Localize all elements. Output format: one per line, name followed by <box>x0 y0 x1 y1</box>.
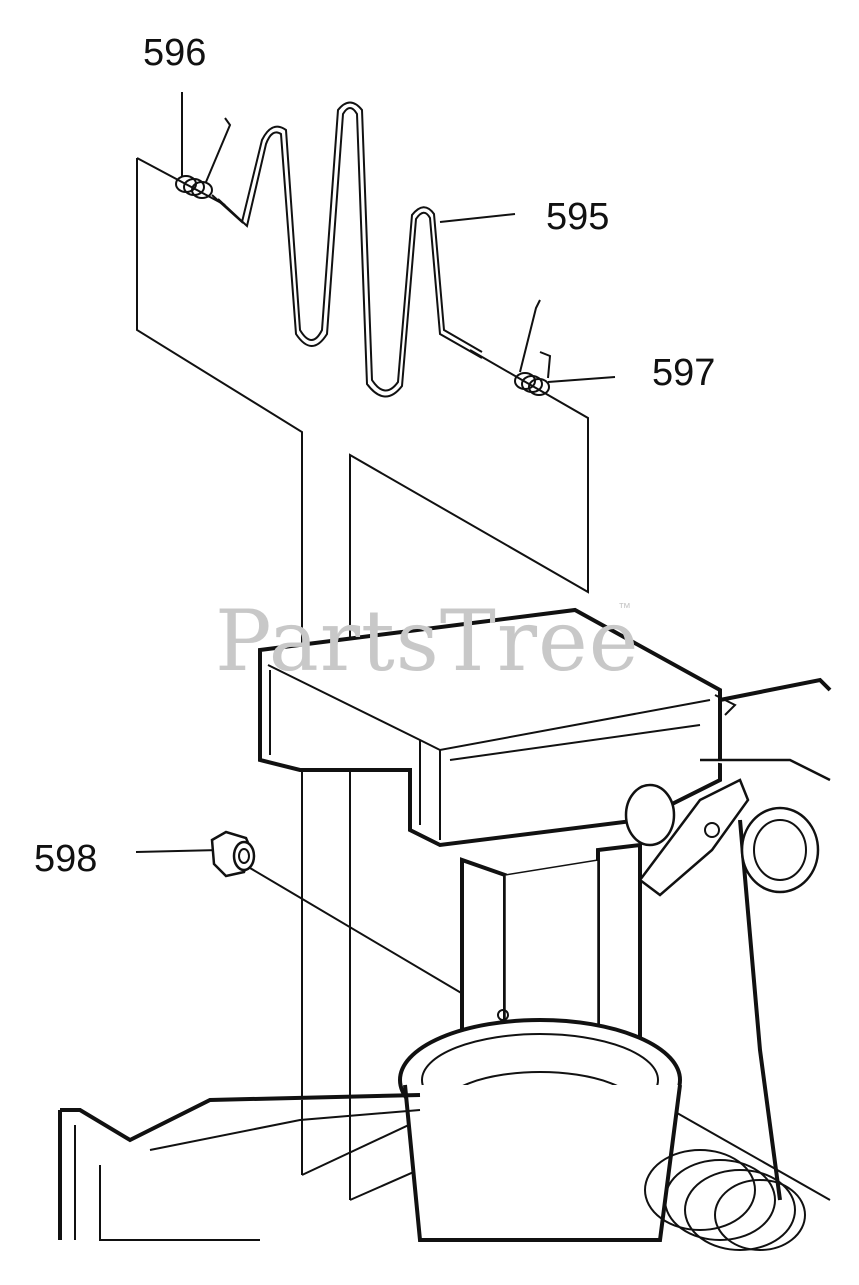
callout-595: 595 <box>546 196 610 238</box>
callout-597: 597 <box>652 352 716 394</box>
leader-595 <box>439 213 516 223</box>
callout-598: 598 <box>34 838 98 880</box>
torsion-spring-596 <box>175 92 232 199</box>
trademark-symbol: ™ <box>618 600 631 615</box>
lock-nut-598 <box>210 830 256 878</box>
auger-coil <box>644 1149 806 1251</box>
chute-ring <box>398 1018 682 1242</box>
callout-596: 596 <box>143 32 207 74</box>
housing-left <box>58 1093 421 1241</box>
torsion-spring-597 <box>514 299 616 396</box>
leader-598 <box>135 849 221 853</box>
crank-knob <box>624 778 820 897</box>
chute-deflector <box>258 607 737 848</box>
wire-spring-595 <box>211 101 483 398</box>
watermark-text: PartsTree <box>215 592 640 690</box>
housing-right <box>700 677 832 1201</box>
